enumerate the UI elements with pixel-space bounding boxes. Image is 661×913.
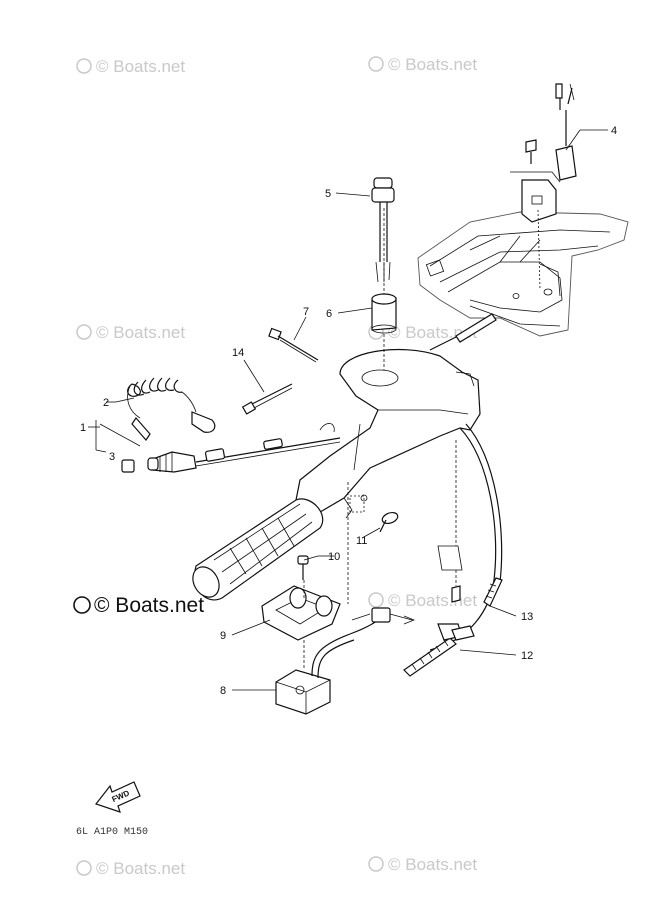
watermark-text: © Boats.net <box>388 855 477 874</box>
part-start-switch <box>371 177 395 283</box>
callout-5: 5 <box>325 188 331 200</box>
callout-3: 3 <box>109 451 115 463</box>
watermark-mid-lower-right: © Boats.net <box>368 591 477 610</box>
callout-6: 6 <box>326 308 332 320</box>
callout-13: 13 <box>521 611 533 623</box>
callout-2: 2 <box>103 397 109 409</box>
part-cable-tie-7 <box>268 327 319 363</box>
part-bracket-9 <box>261 585 341 641</box>
throttle-grip <box>192 498 324 601</box>
bottom-cowling <box>417 211 629 337</box>
callout-11: 11 <box>356 535 367 547</box>
watermark-text: © Boats.net <box>96 859 185 878</box>
watermark-top-left: © Boats.net <box>76 57 185 76</box>
watermark-bottom-right: © Boats.net <box>368 855 477 874</box>
wire-harness <box>403 423 503 677</box>
part-cable-tie-14 <box>241 383 293 415</box>
watermark-text: © Boats.net <box>94 594 204 617</box>
small-bracket <box>437 440 463 603</box>
part-screw-11 <box>379 511 399 533</box>
callout-1: 1 <box>80 422 86 434</box>
watermark-top-right: © Boats.net <box>368 55 477 74</box>
fwd-arrow: FWD <box>95 781 141 813</box>
drawing-code: 6L A1P0 M150 <box>76 827 148 838</box>
watermark-text: © Boats.net <box>388 55 477 74</box>
callout-7: 7 <box>303 306 309 318</box>
connector <box>351 607 416 625</box>
part-neutral-switch <box>510 83 577 291</box>
part-lanyard <box>127 377 216 441</box>
watermark-mid-left: © Boats.net <box>76 323 185 342</box>
part-stop-switch <box>147 423 341 473</box>
callout-4: 4 <box>611 125 617 137</box>
cable-sleeve <box>455 313 497 343</box>
callout-12: 12 <box>521 650 533 662</box>
watermark-center-dark: © Boats.net <box>73 594 204 617</box>
watermark-bottom-left: © Boats.net <box>76 859 185 878</box>
callout-10: 10 <box>328 551 340 563</box>
watermark-text: © Boats.net <box>96 57 185 76</box>
leader-lines <box>88 129 608 691</box>
watermark-text: © Boats.net <box>388 591 477 610</box>
steering-handle <box>295 348 481 519</box>
part-collar <box>371 293 397 334</box>
part-unit-8 <box>275 613 385 715</box>
callout-8: 8 <box>220 685 226 697</box>
part-screw-10 <box>297 555 309 580</box>
part-cap <box>121 459 135 473</box>
callout-14: 14 <box>232 347 244 359</box>
watermark-text: © Boats.net <box>96 323 185 342</box>
callout-9: 9 <box>220 630 226 642</box>
